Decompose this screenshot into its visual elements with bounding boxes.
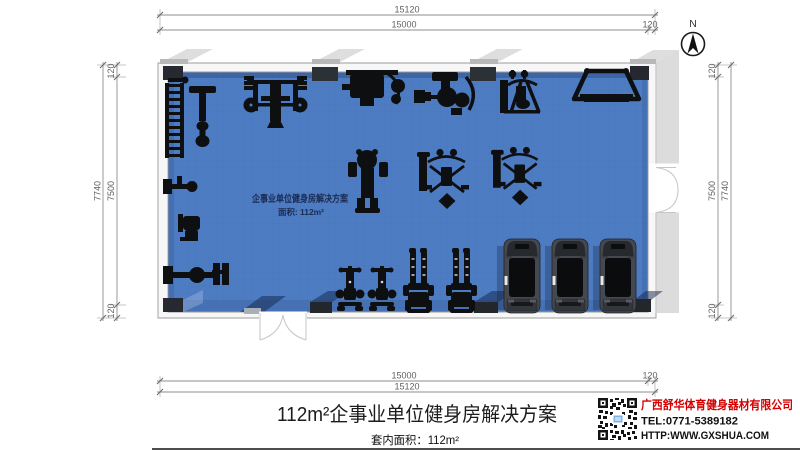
floor-label-line1: 企事业单位健身房解决方案 — [251, 193, 348, 205]
lat-frame-machine — [500, 70, 541, 114]
dimension-top: 15120 15000 120 — [156, 5, 659, 35]
dim-right-inner: 7500 — [707, 181, 717, 201]
company-name: 广西舒华体育健身器材有限公司 — [641, 397, 793, 412]
company-url: HTTP:WWW.GXSHUA.COM — [641, 430, 769, 442]
treadmill-1 — [503, 238, 541, 314]
dim-bottom-inner: 15000 — [391, 371, 416, 381]
dimension-right: 120 7500 7740 120 — [707, 61, 737, 322]
dim-right-wall-top: 120 — [707, 63, 717, 78]
dim-left-wall-bottom: 120 — [106, 303, 116, 318]
company-tel: TEL:0771-5389182 — [641, 416, 738, 428]
multi-press-machine — [342, 70, 405, 106]
leg-press-bench — [163, 263, 229, 285]
treadmill-3 — [599, 238, 637, 314]
wall-bars — [165, 76, 189, 158]
company-block: 广西舒华体育健身器材有限公司 TEL:0771-5389182 HTTP:WWW… — [597, 397, 793, 442]
squat-rack — [571, 68, 642, 102]
stepper-machine — [348, 149, 388, 213]
dim-bottom-total: 15120 — [394, 382, 419, 392]
side-seat — [163, 176, 198, 194]
dimension-bottom: 15000 120 15120 — [156, 371, 659, 397]
dim-left-total: 7740 — [93, 181, 103, 201]
treadmill-2 — [551, 238, 589, 314]
wall-columns — [163, 66, 651, 314]
title-block: 112m²企事业单位健身房解决方案 套内面积：112m² — [152, 403, 800, 450]
floor-label: 企事业单位健身房解决方案 面积: 112m² — [251, 193, 348, 217]
utility-chair — [178, 214, 200, 241]
dim-right-wall-bottom: 120 — [707, 303, 717, 318]
pec-deck-machine — [414, 72, 476, 115]
treadmill-shadows — [497, 246, 600, 310]
north-needle — [687, 33, 699, 54]
column-top-slabs — [160, 49, 679, 64]
door-right — [648, 163, 680, 213]
area-label: 套内面积：112m² — [371, 433, 459, 447]
dim-right-total: 7740 — [720, 181, 730, 201]
dimension-left: 7740 120 7500 120 — [93, 61, 126, 322]
dim-left-wall-top: 120 — [106, 63, 116, 78]
north-label: N — [689, 18, 697, 30]
dim-bottom-wall: 120 — [642, 371, 657, 381]
dim-left-inner: 7500 — [106, 181, 116, 201]
qr-code — [597, 397, 638, 441]
title-block-divider — [152, 448, 800, 450]
floor-label-line2: 面积: 112m² — [278, 207, 324, 217]
page-title: 112m²企事业单位健身房解决方案 — [277, 403, 557, 426]
dim-top-wall: 120 — [642, 20, 657, 30]
flat-bench — [189, 86, 216, 147]
dim-top-total: 15120 — [394, 5, 419, 15]
dim-top-inner: 15000 — [391, 20, 416, 30]
north-arrow: N — [680, 18, 706, 57]
bench-press-station — [243, 76, 308, 128]
door-bottom — [259, 311, 307, 341]
equipment-layer — [163, 68, 642, 314]
